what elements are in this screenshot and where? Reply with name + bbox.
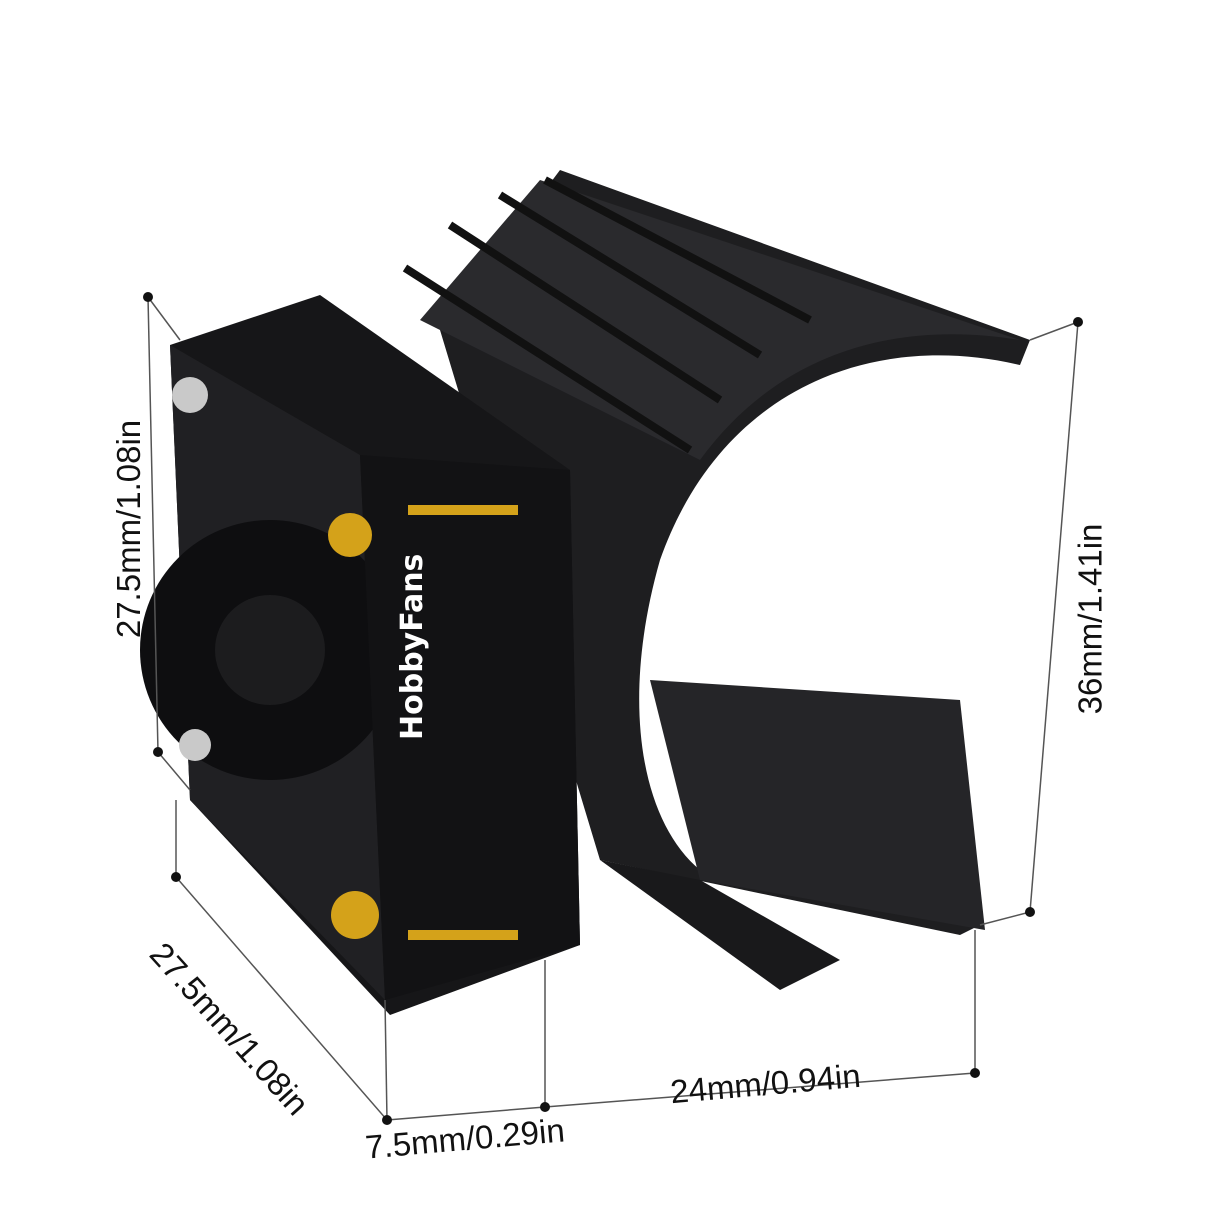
- fan-height-label: 27.5mm/1.08in: [110, 419, 148, 639]
- dimension-endpoints: [143, 292, 1083, 1125]
- heatsink: [402, 170, 1030, 990]
- dimension-lines: [147, 296, 1079, 1121]
- heatsink-height-label: 36mm/1.41in: [1071, 523, 1109, 715]
- screws: [328, 505, 518, 940]
- cooling-fan: [140, 295, 580, 1015]
- fan-brand-logo: HobbyFans: [395, 553, 430, 740]
